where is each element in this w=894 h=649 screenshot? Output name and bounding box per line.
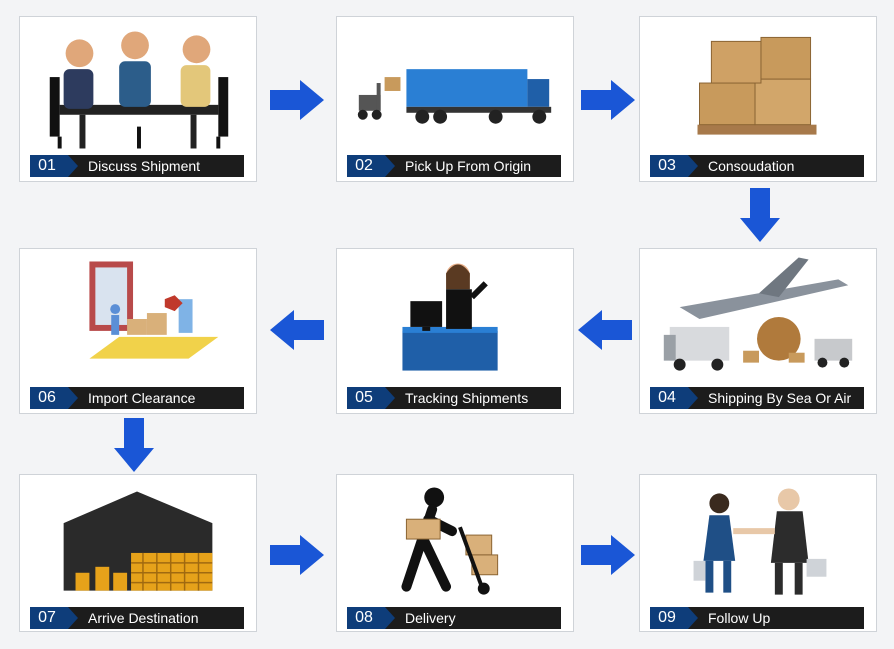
step-card-04: 04 Shipping By Sea Or Air: [639, 248, 877, 414]
step-label-07: 07 Arrive Destination: [30, 607, 244, 629]
step-number: 01: [30, 155, 78, 177]
step-label-08: 08 Delivery: [347, 607, 561, 629]
arrow-right-icon: [581, 80, 635, 120]
step-card-07: 07 Arrive Destination: [19, 474, 257, 632]
customs-icon: [89, 261, 219, 359]
step-card-01: 01 Discuss Shipment: [19, 16, 257, 182]
step-card-09: 09 Follow Up: [639, 474, 877, 632]
warehouse-icon: [63, 491, 213, 591]
step-label-04: 04 Shipping By Sea Or Air: [650, 387, 864, 409]
step-title: Import Clearance: [88, 390, 196, 406]
handshake-icon: [693, 488, 827, 595]
arrow-right-icon: [581, 535, 635, 575]
step-title: Follow Up: [708, 610, 771, 626]
step-card-06: 06 Import Clearance: [19, 248, 257, 414]
arrow-left-icon: [270, 310, 324, 350]
step-number: 04: [650, 387, 698, 409]
step-number: 09: [650, 607, 698, 629]
arrow-down-icon: [114, 418, 154, 472]
arrow-right-icon: [270, 80, 324, 120]
step-number: 02: [347, 155, 395, 177]
step-number: 03: [650, 155, 698, 177]
step-label-02: 02 Pick Up From Origin: [347, 155, 561, 177]
step-number: 08: [347, 607, 395, 629]
delivery-man-icon: [401, 487, 499, 595]
step-title: Discuss Shipment: [88, 158, 201, 174]
step-card-02: 02 Pick Up From Origin: [336, 16, 574, 182]
step-title: Tracking Shipments: [405, 390, 529, 406]
step-title: Shipping By Sea Or Air: [708, 390, 852, 406]
arrow-right-icon: [270, 535, 324, 575]
truck-icon: [357, 69, 552, 124]
arrow-left-icon: [578, 310, 632, 350]
step-label-09: 09 Follow Up: [650, 607, 864, 629]
step-title: Arrive Destination: [88, 610, 199, 626]
step-label-03: 03 Consoudation: [650, 155, 864, 177]
step-label-05: 05 Tracking Shipments: [347, 387, 561, 409]
step-title: Pick Up From Origin: [405, 158, 532, 174]
operator-icon: [402, 263, 498, 371]
step-number: 06: [30, 387, 78, 409]
step-label-01: 01 Discuss Shipment: [30, 155, 244, 177]
step-card-03: 03 Consoudation: [639, 16, 877, 182]
step-number: 05: [347, 387, 395, 409]
step-label-06: 06 Import Clearance: [30, 387, 244, 409]
arrow-down-icon: [740, 188, 780, 242]
plane-truck-icon: [663, 257, 853, 371]
meeting-icon: [49, 31, 229, 149]
step-card-05: 05 Tracking Shipments: [336, 248, 574, 414]
boxes-icon: [697, 36, 817, 135]
step-title: Delivery: [405, 610, 456, 626]
step-card-08: 08 Delivery: [336, 474, 574, 632]
step-title: Consoudation: [708, 158, 795, 174]
step-number: 07: [30, 607, 78, 629]
